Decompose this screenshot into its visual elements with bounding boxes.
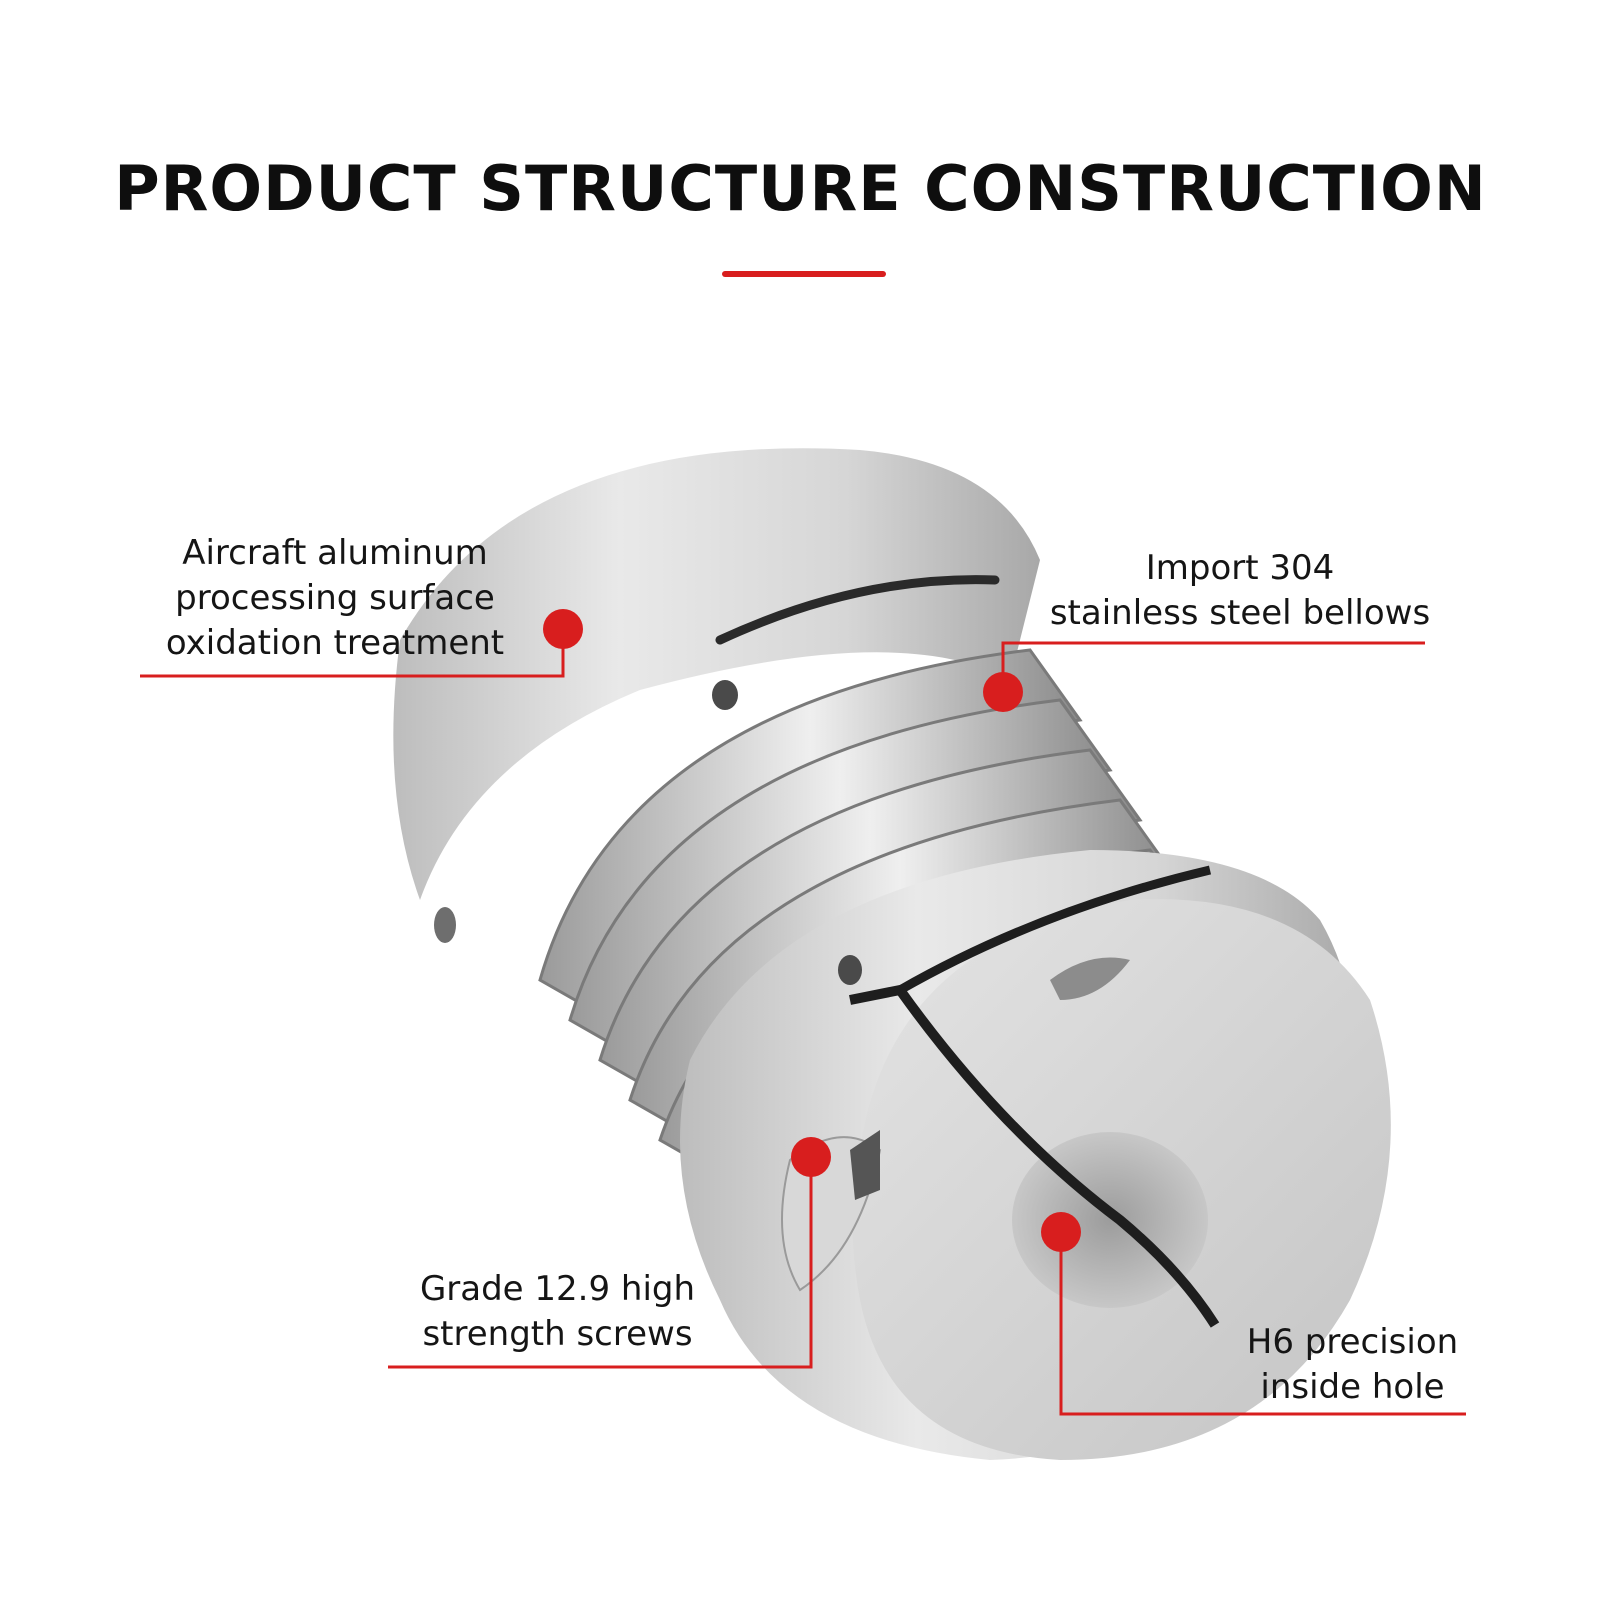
upper-hub-hole-icon: [712, 680, 738, 710]
lower-hub: [680, 850, 1391, 1460]
leader-line-bore: [1059, 1232, 1466, 1416]
marker-bellows: [983, 672, 1023, 712]
cap-screw-icon: [850, 1130, 880, 1200]
callout-markers: [543, 609, 1081, 1252]
callout-line: H6 precision: [1246, 1322, 1459, 1362]
page-title: PRODUCT STRUCTURE CONSTRUCTION: [114, 152, 1487, 225]
marker-screws: [791, 1137, 831, 1177]
callout-line: strength screws: [422, 1314, 693, 1354]
callout-line: processing surface: [175, 578, 495, 618]
lower-hub-hole-icon: [838, 955, 862, 985]
clamp-slot: [849, 984, 1220, 1328]
callout-line: Import 304: [1145, 548, 1335, 588]
side-hole-icon: [434, 907, 456, 943]
callout-line: inside hole: [1260, 1367, 1445, 1407]
marker-bore: [1041, 1212, 1081, 1252]
upper-hub: [393, 448, 1040, 943]
threaded-hole-icon: [1050, 957, 1130, 1000]
callout-line: oxidation treatment: [165, 623, 505, 663]
leader-line-bellows: [1001, 641, 1425, 692]
marker-aluminum: [543, 609, 583, 649]
callout-line: Grade 12.9 high: [419, 1269, 696, 1309]
callout-bellows: Import 304 stainless steel bellows: [1030, 546, 1450, 636]
callout-line: Aircraft aluminum: [182, 533, 488, 573]
title-underline: [722, 271, 886, 277]
upper-hub-slot: [715, 575, 1000, 645]
callout-bore: H6 precision inside hole: [1225, 1320, 1480, 1410]
callout-line: stainless steel bellows: [1049, 593, 1431, 633]
callout-screws: Grade 12.9 high strength screws: [385, 1267, 730, 1357]
callout-aluminum: Aircraft aluminum processing surface oxi…: [130, 531, 540, 666]
leader-line-screws: [388, 1157, 813, 1369]
